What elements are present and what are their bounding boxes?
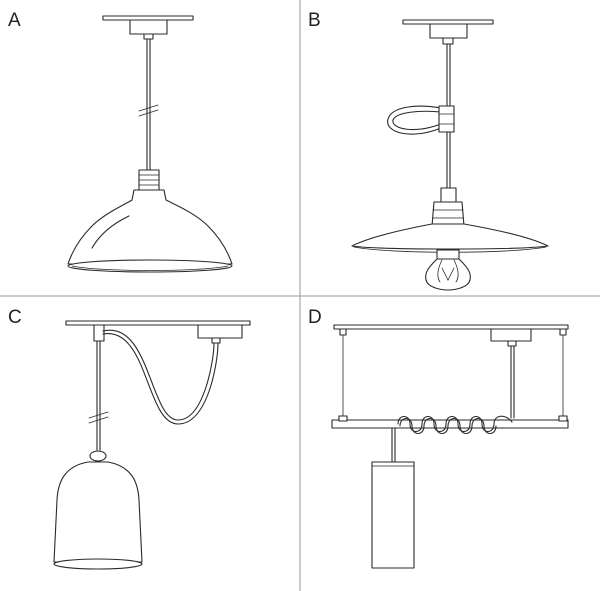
cable-loop-clip-b [387,105,455,135]
cable-a [138,38,159,171]
ceiling-track-c [65,320,251,344]
panel-c: C [8,307,251,570]
horizontal-bar-d [331,415,569,429]
panel-label-a: A [8,10,21,31]
panel-a: A [8,10,233,273]
drop-cable-d [391,427,396,463]
suspension-cables-d [342,334,564,419]
panel-b: B [308,10,549,291]
panel-label-c: C [8,307,22,328]
ceiling-canopy-b [402,19,494,45]
panel-label-b: B [308,10,321,31]
flat-shade-b [351,187,549,253]
ceiling-canopy-a [102,15,194,40]
panel-label-d: D [308,307,322,328]
panel-d: D [308,307,569,569]
ceramic-bell-shade-c [53,450,143,570]
swag-cable-c [102,329,219,425]
coiled-cable-d [397,415,513,435]
enamel-shade-a [67,169,233,273]
cable-c [88,340,109,451]
cylinder-shade-d [371,461,415,569]
ceiling-track-d [333,324,569,347]
edison-bulb-b [425,249,471,291]
